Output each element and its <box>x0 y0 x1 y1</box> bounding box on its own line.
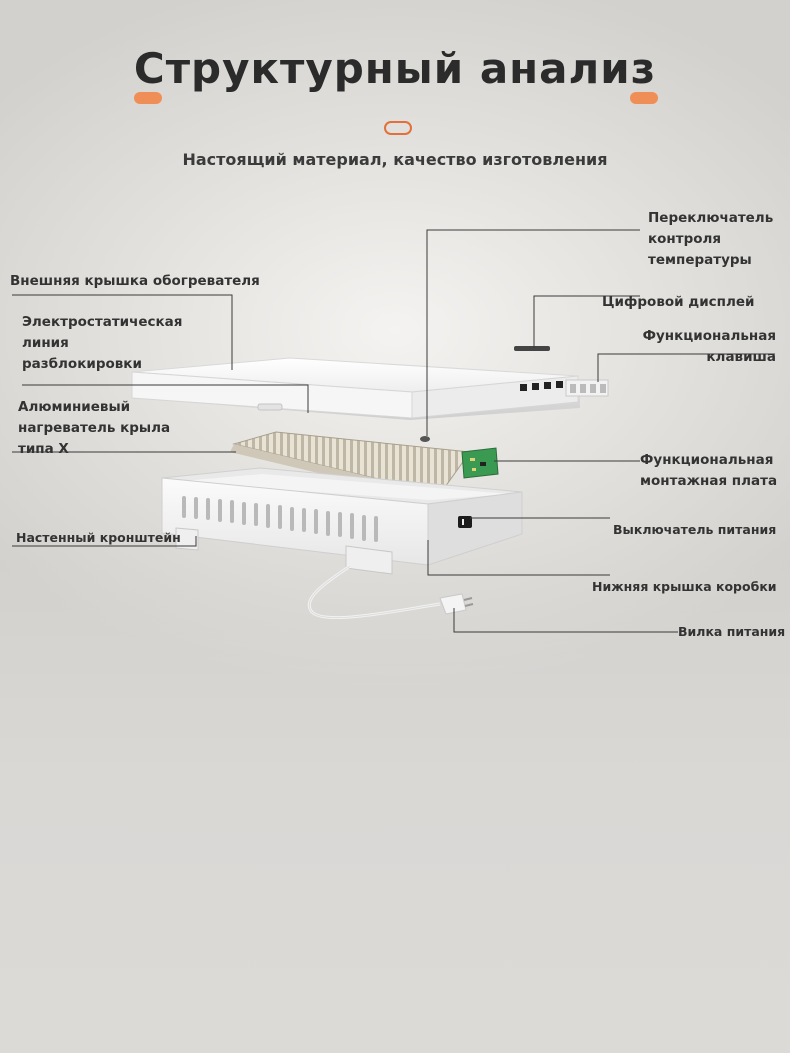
temp-switch-knob <box>420 436 430 442</box>
page-title: Структурный анализ <box>133 44 657 93</box>
label-function-key: Функциональная клавиша <box>642 328 776 365</box>
label-bottom-cover: Нижняя крышка коробки <box>592 579 777 594</box>
wall-bracket-shape <box>175 527 393 575</box>
page-subtitle: Настоящий материал, качество изготовлени… <box>182 150 608 169</box>
function-keys-shape <box>565 379 609 397</box>
electrostatic-part <box>257 403 283 411</box>
background-fade <box>0 560 790 1053</box>
label-wall-bracket: Настенный кронштейн <box>16 530 181 545</box>
label-temp-switch: Переключатель контроля температуры <box>648 210 774 268</box>
label-electrostatic-line: Электростатическая линия разблокировки <box>22 314 183 372</box>
decor-pill-left <box>134 92 162 104</box>
label-digital-display: Цифровой дисплей <box>602 294 755 310</box>
label-aluminum-heater: Алюминиевый нагреватель крыла типа Х <box>18 399 171 457</box>
label-outer-cover: Внешняя крышка обогревателя <box>10 273 260 289</box>
bottom-box-shape <box>161 467 523 566</box>
decor-pill-right <box>630 92 658 104</box>
decor-ring <box>384 121 412 135</box>
label-function-board: Функциональная монтажная плата <box>640 452 778 489</box>
label-power-plug: Вилка питания <box>678 624 786 639</box>
power-plug-shape <box>307 564 474 619</box>
outer-cover-shape <box>131 346 580 420</box>
display-window <box>514 346 550 351</box>
power-switch-shape <box>458 516 472 528</box>
function-board-shape <box>461 447 499 479</box>
label-power-switch: Выключатель питания <box>613 522 777 537</box>
